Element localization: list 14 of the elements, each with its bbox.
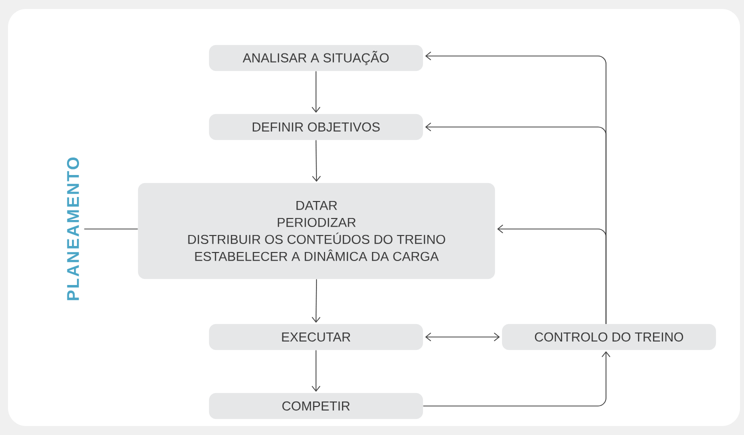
vertical-label: PLANEAMENTO bbox=[67, 157, 80, 300]
arrow bbox=[312, 278, 320, 323]
arrow bbox=[422, 351, 610, 406]
arrow bbox=[312, 70, 320, 113]
arrow bbox=[497, 224, 606, 324]
arrow bbox=[312, 350, 320, 392]
process-box: EXECUTAR bbox=[209, 324, 423, 350]
process-box: CONTROLO DO TREINO bbox=[502, 324, 716, 350]
process-box: DATAR PERIODIZAR DISTRIBUIR OS CONTEÚDOS DO TREINO ESTABELECER A DINÂMICA DA CARGA bbox=[138, 183, 495, 279]
process-box: COMPETIR bbox=[209, 393, 423, 419]
arrow bbox=[425, 332, 500, 342]
arrow bbox=[312, 140, 321, 182]
process-box: DEFINIR OBJETIVOS bbox=[209, 114, 423, 140]
process-box: ANALISAR A SITUAÇÃO bbox=[209, 45, 423, 71]
